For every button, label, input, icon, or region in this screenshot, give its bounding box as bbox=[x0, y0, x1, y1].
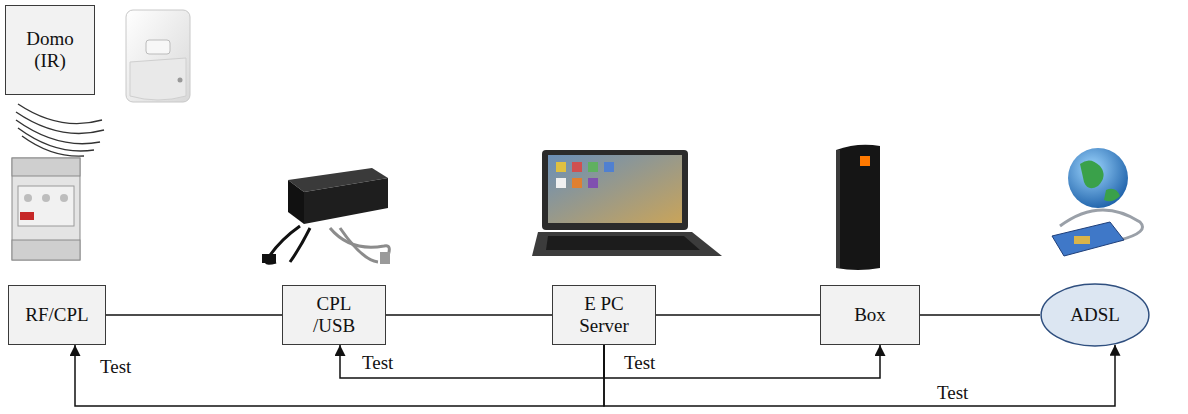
edge-label: Test bbox=[360, 352, 395, 374]
ir-waves bbox=[16, 104, 104, 156]
edge-label: Test bbox=[935, 382, 970, 404]
process-box: Box bbox=[820, 285, 920, 345]
process-box: RF/CPL bbox=[8, 285, 106, 345]
test-arrow bbox=[340, 345, 604, 378]
server-box: E PC Server bbox=[552, 285, 656, 345]
node-label: ADSL bbox=[1055, 304, 1135, 326]
router-box bbox=[836, 145, 880, 270]
node-label: Box bbox=[830, 304, 910, 326]
network-ellipse: ADSL bbox=[1040, 283, 1150, 347]
device-box: Domo (IR) bbox=[5, 5, 95, 95]
link-line bbox=[386, 314, 552, 316]
node-label: Domo (IR) bbox=[19, 28, 81, 72]
laptop bbox=[532, 150, 722, 256]
test-arrow bbox=[604, 345, 880, 378]
process-box: CPL /USB bbox=[282, 285, 386, 345]
motion-sensor bbox=[126, 10, 190, 102]
node-label: RF/CPL bbox=[14, 304, 100, 326]
node-label: CPL /USB bbox=[306, 293, 362, 337]
adsl-globe bbox=[1052, 148, 1143, 256]
cpl-adapter bbox=[262, 168, 390, 264]
edge-label: Test bbox=[98, 356, 133, 378]
link-line bbox=[106, 314, 282, 316]
din-rail-module bbox=[12, 158, 80, 260]
node-label: E PC Server bbox=[572, 293, 636, 337]
test-arrow bbox=[604, 345, 1115, 406]
test-arrow bbox=[75, 345, 604, 406]
edge-label: Test bbox=[622, 352, 657, 374]
link-line bbox=[656, 314, 820, 316]
link-line bbox=[920, 314, 1040, 316]
